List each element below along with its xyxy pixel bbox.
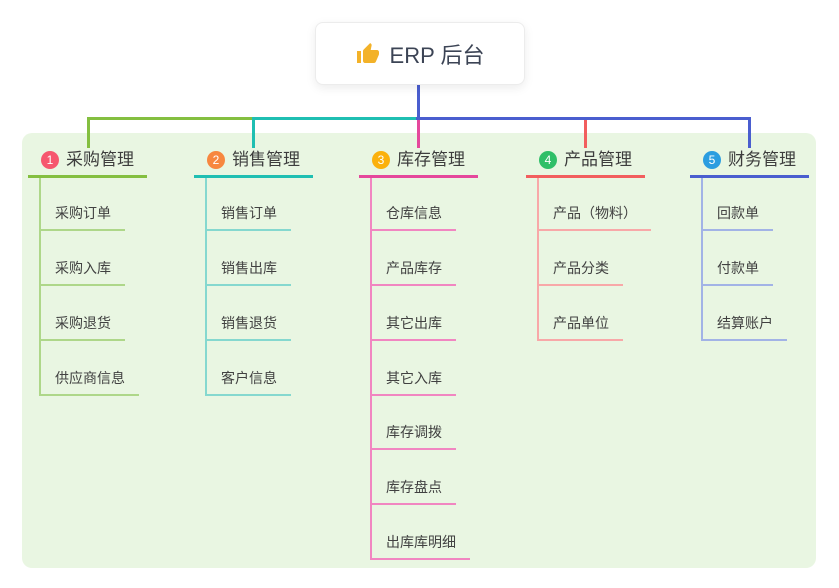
node-customer-info[interactable]: 客户信息 [205,368,291,396]
branch-label: 销售管理 [232,150,300,169]
node-sales-return[interactable]: 销售退货 [205,313,291,341]
branch-badge: 1 [41,151,59,169]
branch-2-spine [205,177,207,396]
branch-3-spine [370,177,372,560]
node-sales-outbound[interactable]: 销售出库 [205,258,291,286]
root-title: ERP 后台 [389,42,485,68]
drop-connector-branch-4 [584,117,587,148]
node-product-material[interactable]: 产品（物料） [537,203,651,231]
branch-badge: 5 [703,151,721,169]
branch-label: 库存管理 [397,150,465,169]
node-stock-transfer[interactable]: 库存调拨 [370,422,456,450]
root-node[interactable]: ERP 后台 [315,22,525,85]
node-other-outbound[interactable]: 其它出库 [370,313,456,341]
node-stock-count[interactable]: 库存盘点 [370,477,456,505]
branches-panel [22,133,816,568]
node-settlement-account[interactable]: 结算账户 [701,313,787,341]
branch-product-management[interactable]: 4 产品管理 [526,149,645,178]
branch-purchase-management[interactable]: 1 采购管理 [28,149,147,178]
branch-badge: 3 [372,151,390,169]
node-product-unit[interactable]: 产品单位 [537,313,623,341]
node-purchase-inbound[interactable]: 采购入库 [39,258,125,286]
node-product-stock[interactable]: 产品库存 [370,258,456,286]
root-stem-connector [417,83,420,120]
branch-badge: 4 [539,151,557,169]
branch-5-spine [701,177,703,341]
thumbs-up-icon [356,42,380,66]
branch-label: 产品管理 [564,150,632,169]
drop-connector-branch-3 [417,117,420,148]
node-supplier-info[interactable]: 供应商信息 [39,368,139,396]
node-sales-order[interactable]: 销售订单 [205,203,291,231]
node-purchase-return[interactable]: 采购退货 [39,313,125,341]
branch-label: 采购管理 [66,150,134,169]
node-purchase-order[interactable]: 采购订单 [39,203,125,231]
branch-inventory-management[interactable]: 3 库存管理 [359,149,478,178]
branch-label: 财务管理 [728,150,796,169]
branch-1-spine [39,177,41,396]
drop-connector-branch-2 [252,117,255,148]
connector-branch-1 [87,117,255,120]
drop-connector-branch-5 [748,117,751,148]
node-outbound-detail[interactable]: 出库库明细 [370,532,470,560]
node-payment-receipt[interactable]: 付款单 [701,258,773,286]
branch-4-spine [537,177,539,341]
node-product-category[interactable]: 产品分类 [537,258,623,286]
connector-branch-2 [252,117,419,120]
node-other-inbound[interactable]: 其它入库 [370,368,456,396]
node-warehouse-info[interactable]: 仓库信息 [370,203,456,231]
drop-connector-branch-1 [87,117,90,148]
branch-sales-management[interactable]: 2 销售管理 [194,149,313,178]
branch-badge: 2 [207,151,225,169]
connector-branch-5 [416,117,751,120]
node-collection-receipt[interactable]: 回款单 [701,203,773,231]
branch-finance-management[interactable]: 5 财务管理 [690,149,809,178]
